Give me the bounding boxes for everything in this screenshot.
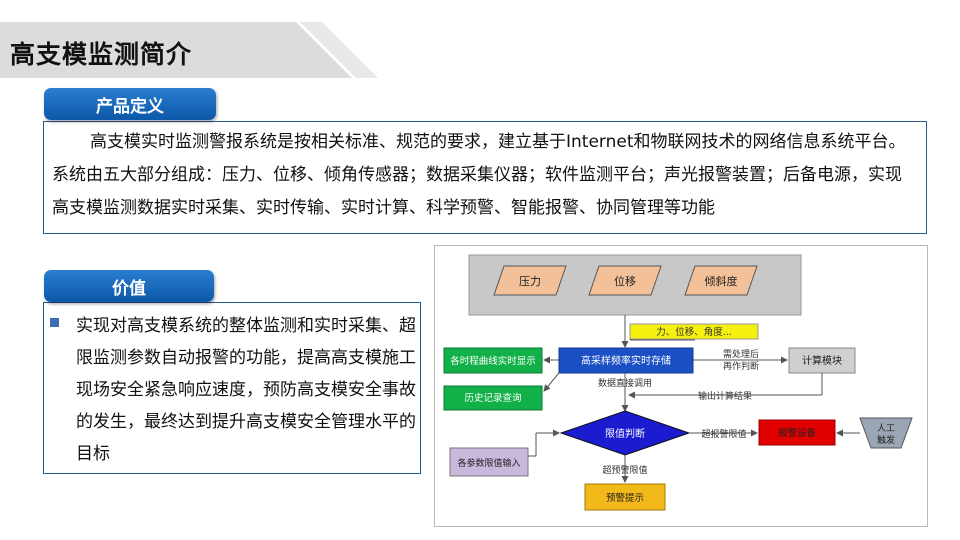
definition-heading: 产品定义 [44, 88, 216, 120]
sensor-pressure-shape [493, 265, 567, 296]
warning-tip-label: 预警提示 [606, 492, 644, 504]
manual-label-2: 触发 [877, 434, 895, 446]
sensor-output-box [629, 323, 759, 340]
sensor-tilt-label: 倾斜度 [705, 274, 738, 288]
value-box [43, 302, 421, 474]
value-text: 实现对高支模系统的整体监测和实时采集、超限监测参数自动报警的功能，提高高支模施工… [76, 316, 416, 464]
processing-note-2: 再作判断 [723, 360, 759, 372]
flowchart-diagram: 压力 位移 倾斜度 力、位移、角度... 高采样频率实时存储 各时程曲线实时显示… [434, 245, 928, 527]
definition-text: 高支模实时监测警报系统是按相关标准、规范的要求，建立基于Internet和物联网… [52, 132, 906, 218]
compute-label: 计算模块 [802, 354, 842, 367]
sensor-displacement-label: 位移 [614, 274, 636, 288]
param-input-label: 各参数限值输入 [457, 457, 520, 469]
param-input-box [449, 447, 529, 477]
flowchart-svg: 压力 位移 倾斜度 力、位移、角度... 高采样频率实时存储 各时程曲线实时显示… [443, 254, 913, 511]
sensor-tilt-shape [684, 265, 758, 296]
sampling-box [558, 347, 694, 374]
sensor-displacement-shape [588, 265, 662, 296]
realtime-display-label: 各时程曲线实时显示 [450, 355, 536, 367]
title-band [0, 22, 378, 78]
exceed-warning-label: 超预警限值 [602, 464, 647, 476]
definition-box [43, 121, 927, 234]
judge-label: 限值判断 [605, 427, 645, 440]
manual-label-1: 人工 [877, 423, 895, 434]
compute-output-label: 输出计算结果 [698, 390, 752, 402]
sensor-pressure-label: 压力 [519, 275, 541, 288]
manual-trigger-shape [859, 417, 913, 449]
alarm-device-box [758, 419, 836, 446]
history-box [443, 385, 543, 411]
exceed-alarm-label: 超报警限值 [701, 428, 746, 440]
sampling-label: 高采样频率实时存储 [581, 354, 671, 367]
history-label: 历史记录查询 [464, 392, 521, 404]
warning-tip-box [584, 483, 666, 511]
value-heading: 价值 [44, 270, 214, 302]
sensor-output-label: 力、位移、角度... [656, 326, 732, 338]
realtime-display-box [443, 347, 543, 374]
bullet-square-icon [50, 318, 59, 327]
compute-box [788, 347, 856, 374]
processing-note-1: 需处理后 [723, 348, 759, 360]
alarm-device-label: 报警设备 [778, 427, 817, 439]
page-title: 高支模监测简介 [10, 40, 193, 69]
